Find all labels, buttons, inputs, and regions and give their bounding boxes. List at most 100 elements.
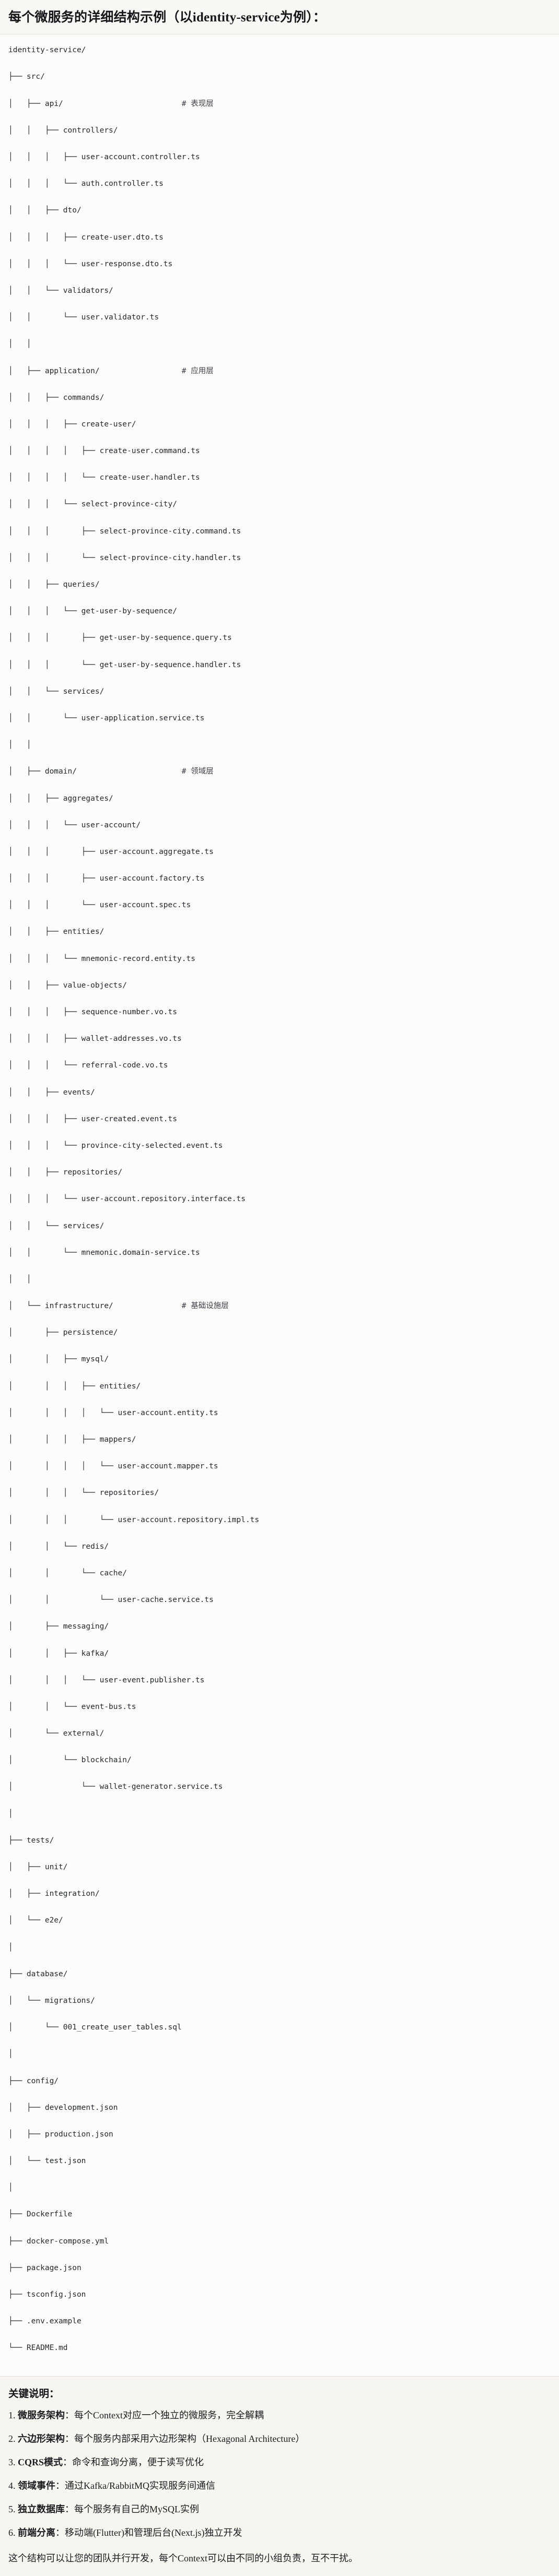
tree-line: │ │ └── event-bus.ts <box>8 1702 136 1711</box>
key-note-description: 移动端(Flutter)和管理后台(Next.js)独立开发 <box>65 2527 242 2538</box>
key-notes-heading: 关键说明： <box>8 2388 60 2400</box>
key-note-separator: ： <box>65 2433 74 2444</box>
tree-line: identity-service/ <box>8 46 86 55</box>
key-note-number: 5. <box>8 2503 18 2514</box>
tree-line: │ │ └── services/ <box>8 1221 104 1230</box>
key-note-item: 4. 领域事件：通过Kafka/RabbitMQ实现服务间通信 <box>8 2479 551 2493</box>
tree-line: │ │ │ ├── get-user-by-sequence.query.ts <box>8 634 232 643</box>
directory-tree-block: identity-service/ ├── src/ │ ├── api/ # … <box>0 34 559 2376</box>
tree-line: │ │ │ ├── entities/ <box>8 1382 141 1391</box>
key-note-term: CQRS模式 <box>18 2456 63 2467</box>
key-note-term: 领域事件 <box>18 2480 55 2491</box>
tree-line-comment: # 领域层 <box>181 767 214 776</box>
tree-line: │ └── migrations/ <box>8 1996 95 2005</box>
tree-line: │ ├── api/ # 表现层 <box>8 99 214 108</box>
tree-line: │ │ │ ├── user-account.controller.ts <box>8 153 200 161</box>
tree-line: │ ├── persistence/ <box>8 1328 118 1337</box>
tree-line: │ │ <box>8 741 31 750</box>
tree-line: │ └── infrastructure/ # 基础设施层 <box>8 1302 229 1311</box>
tree-line: │ │ │ ├── user-account.aggregate.ts <box>8 847 214 856</box>
key-note-number: 2. <box>8 2433 18 2444</box>
tree-line: │ │ └── services/ <box>8 687 104 696</box>
tree-line: │ │ │ ├── create-user.dto.ts <box>8 233 164 242</box>
tree-line: │ │ └── cache/ <box>8 1569 127 1577</box>
tree-line: │ │ │ └── user-response.dto.ts <box>8 259 173 268</box>
tree-line: │ │ │ │ └── user-account.entity.ts <box>8 1408 218 1417</box>
key-note-separator: ： <box>55 2527 65 2538</box>
key-note-term: 前端分离 <box>18 2527 55 2538</box>
tree-line: │ │ ├── aggregates/ <box>8 794 113 803</box>
tree-line: │ │ │ ├── user-account.factory.ts <box>8 874 205 883</box>
tree-line: │ │ ├── dto/ <box>8 206 81 215</box>
tree-line: │ └── external/ <box>8 1729 104 1738</box>
tree-line: │ │ │ └── province-city-selected.event.t… <box>8 1141 223 1150</box>
tree-line: │ └── test.json <box>8 2157 86 2166</box>
tree-line: │ │ │ ├── select-province-city.command.t… <box>8 527 241 536</box>
tree-line: │ │ ├── mysql/ <box>8 1355 109 1364</box>
tree-line: │ │ │ └── select-province-city/ <box>8 500 178 509</box>
page-title: 每个微服务的详细结构示例（以identity-service为例）： <box>8 10 327 25</box>
key-notes-footer: 这个结构可以让您的团队并行开发，每个Context可以由不同的小组负责，互不干扰… <box>8 2553 358 2563</box>
tree-line: │ │ ├── repositories/ <box>8 1168 123 1177</box>
key-note-separator: ： <box>63 2456 73 2467</box>
tree-line: │ │ └── user-application.service.ts <box>8 714 205 722</box>
tree-line: │ │ │ └── referral-code.vo.ts <box>8 1061 168 1070</box>
tree-line-comment: # 基础设施层 <box>181 1302 229 1311</box>
tree-line: │ └── wallet-generator.service.ts <box>8 1783 223 1791</box>
tree-line: ├── tests/ <box>8 1836 54 1845</box>
key-note-separator: ： <box>65 2503 74 2514</box>
tree-line: │ │ │ └── mnemonic-record.entity.ts <box>8 954 195 963</box>
key-note-separator: ： <box>65 2409 74 2420</box>
tree-line: │ │ │ └── repositories/ <box>8 1489 159 1498</box>
tree-line: │ ├── domain/ # 领域层 <box>8 767 214 776</box>
key-note-term: 六边形架构 <box>18 2433 65 2444</box>
tree-line: │ │ ├── controllers/ <box>8 126 118 135</box>
tree-line: ├── src/ <box>8 73 45 81</box>
tree-line: │ │ └── user.validator.ts <box>8 313 159 322</box>
tree-line: │ ├── unit/ <box>8 1863 68 1871</box>
tree-line: │ └── 001_create_user_tables.sql <box>8 2023 182 2032</box>
tree-line: │ │ <box>8 340 31 349</box>
key-note-number: 4. <box>8 2480 18 2491</box>
key-note-item: 6. 前端分离：移动端(Flutter)和管理后台(Next.js)独立开发 <box>8 2526 551 2540</box>
tree-line: │ │ │ └── user-account/ <box>8 821 141 829</box>
key-note-number: 6. <box>8 2527 18 2538</box>
tree-line: │ │ │ └── user-account.spec.ts <box>8 901 191 910</box>
tree-line: │ │ ├── commands/ <box>8 393 104 402</box>
tree-line: │ <box>8 2050 13 2059</box>
tree-line: │ ├── application/ # 应用层 <box>8 366 214 375</box>
tree-line: │ │ │ └── user-account.repository.impl.t… <box>8 1515 260 1524</box>
tree-line: │ │ ├── events/ <box>8 1088 95 1097</box>
tree-line: │ │ │ └── user-account.repository.interf… <box>8 1195 246 1204</box>
key-note-description: 每个服务有自己的MySQL实例 <box>74 2503 200 2514</box>
tree-line: │ └── blockchain/ <box>8 1756 132 1765</box>
tree-line: │ │ └── mnemonic.domain-service.ts <box>8 1248 200 1257</box>
tree-line: ├── package.json <box>8 2263 81 2272</box>
tree-line-comment: # 应用层 <box>181 366 214 375</box>
header-band: 每个微服务的详细结构示例（以identity-service为例）： <box>0 0 559 35</box>
tree-line: │ │ │ │ └── create-user.handler.ts <box>8 473 200 482</box>
tree-line: │ │ ├── entities/ <box>8 928 104 936</box>
tree-line: ├── Dockerfile <box>8 2210 73 2219</box>
tree-line: ├── .env.example <box>8 2317 81 2326</box>
tree-line: │ │ └── user-cache.service.ts <box>8 1596 214 1605</box>
tree-line: │ │ ├── kafka/ <box>8 1649 109 1658</box>
key-note-separator: ： <box>55 2480 65 2491</box>
tree-line: ├── database/ <box>8 1969 68 1978</box>
tree-line: ├── tsconfig.json <box>8 2290 86 2299</box>
tree-line: │ │ │ ├── mappers/ <box>8 1435 136 1444</box>
tree-line: │ │ │ ├── user-created.event.ts <box>8 1114 178 1123</box>
key-note-item: 1. 微服务架构：每个Context对应一个独立的微服务，完全解耦 <box>8 2408 551 2423</box>
key-note-item: 5. 独立数据库：每个服务有自己的MySQL实例 <box>8 2502 551 2516</box>
tree-line: │ │ │ ├── wallet-addresses.vo.ts <box>8 1035 182 1043</box>
tree-line: └── README.md <box>8 2344 68 2353</box>
key-note-term: 独立数据库 <box>18 2503 65 2514</box>
tree-line: │ ├── development.json <box>8 2103 118 2112</box>
tree-line: │ │ └── validators/ <box>8 286 113 295</box>
tree-line: │ <box>8 2183 13 2192</box>
key-note-description: 每个服务内部采用六边形架构（Hexagonal Architecture） <box>74 2433 305 2444</box>
key-note-number: 3. <box>8 2456 18 2467</box>
key-note-description: 通过Kafka/RabbitMQ实现服务间通信 <box>65 2480 215 2491</box>
key-note-item: 2. 六边形架构：每个服务内部采用六边形架构（Hexagonal Archite… <box>8 2432 551 2446</box>
